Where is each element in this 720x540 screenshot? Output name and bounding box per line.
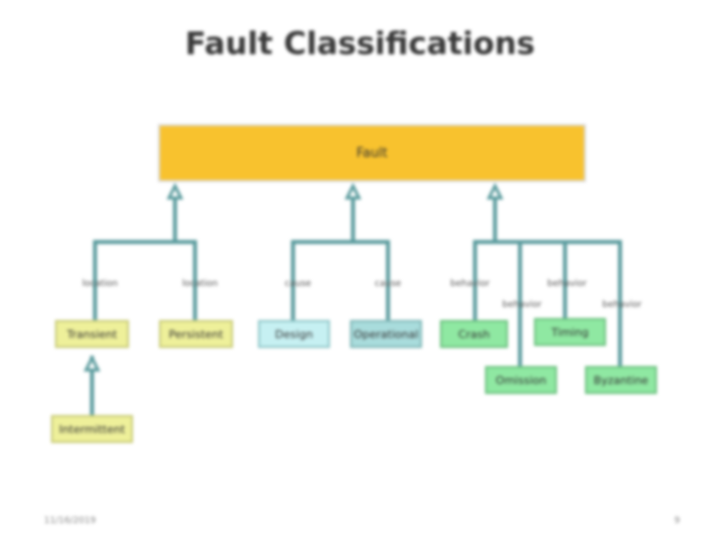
edge-label-location-2: location [182, 279, 218, 289]
connector-behavior [473, 192, 622, 370]
node-persistent: Persistent [159, 320, 233, 348]
fault-root-box: Fault [158, 124, 586, 182]
arrowhead-cause [344, 182, 362, 200]
node-crash: Crash [440, 320, 508, 348]
node-byzantine: Byzantine [585, 366, 657, 394]
slide-title: Fault Classifications [185, 26, 535, 62]
node-timing: Timing [534, 318, 606, 346]
footer-date: 11/16/2019 [44, 516, 96, 526]
node-omission: Omission [485, 366, 557, 394]
edge-label-location-1: location [82, 279, 118, 289]
arrowhead-location [166, 182, 184, 200]
arrowhead-behavior [486, 182, 504, 200]
node-design: Design [258, 320, 330, 348]
arrowhead-intermittent [83, 354, 101, 372]
footer-page-number: 9 [674, 516, 680, 526]
node-transient: Transient [55, 320, 129, 348]
edge-label-cause-1: cause [284, 279, 312, 289]
edge-label-behavior-1: behavior [450, 279, 490, 289]
edge-label-cause-2: cause [374, 279, 402, 289]
edge-label-behavior-2: behavior [502, 300, 542, 310]
edge-label-behavior-4: behavior [602, 300, 642, 310]
node-intermittent: Intermittent [51, 415, 133, 443]
node-operational: Operational [350, 320, 422, 348]
connector-location [93, 192, 197, 322]
connector-cause [291, 192, 390, 322]
edge-label-behavior-3: behavior [547, 279, 587, 289]
